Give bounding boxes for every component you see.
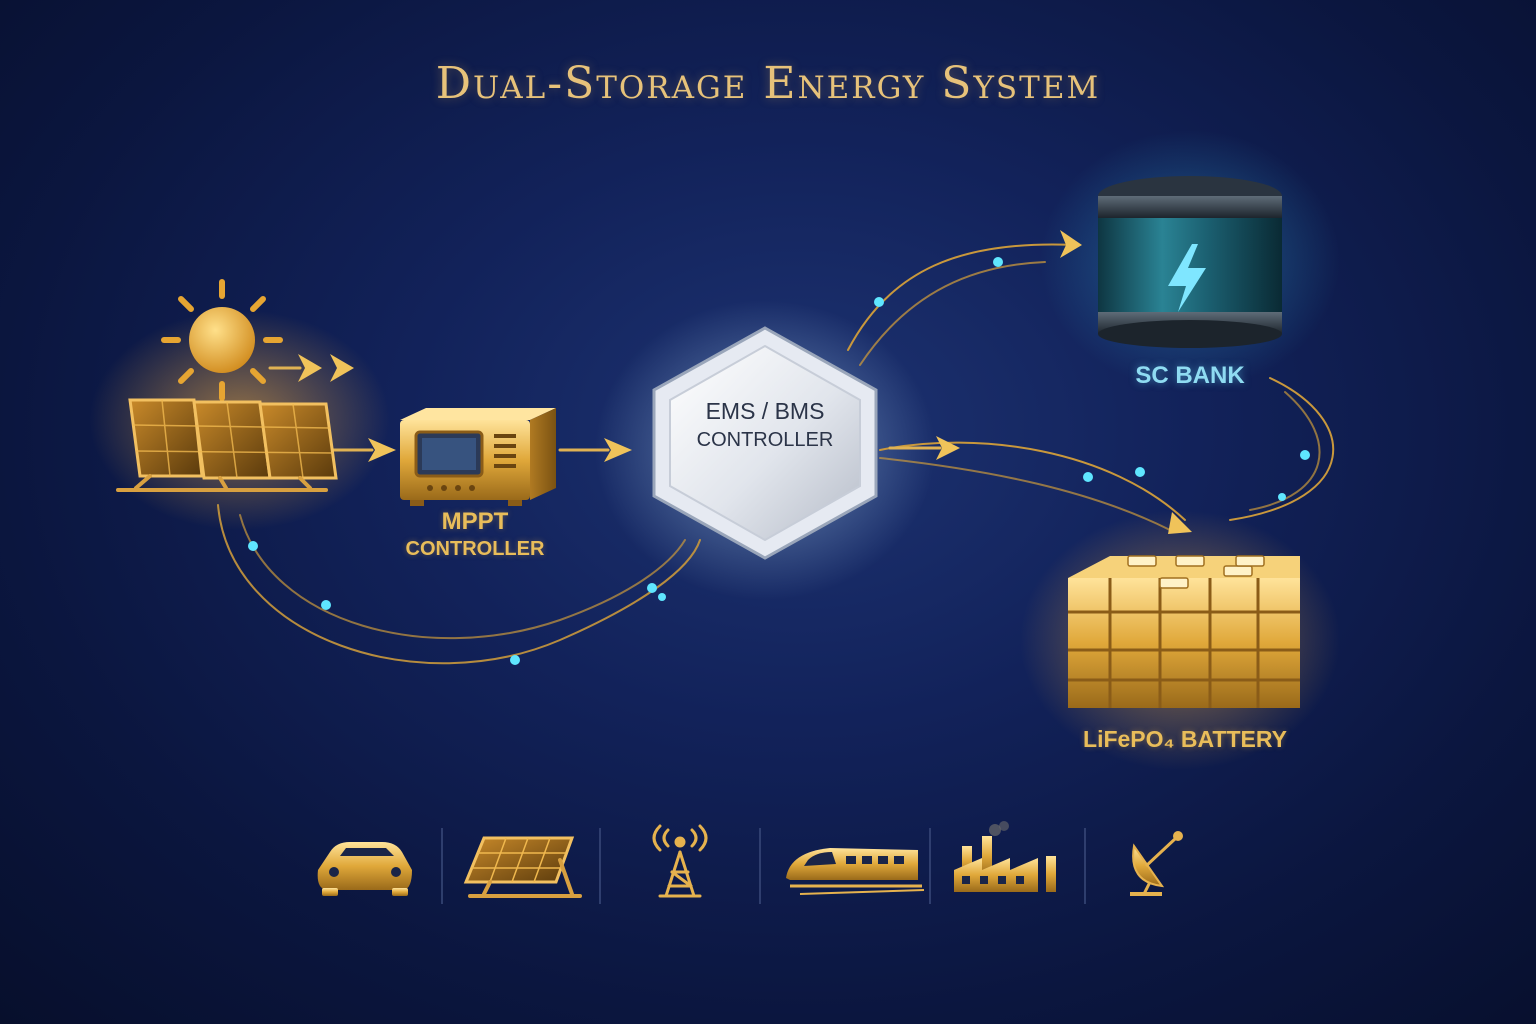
telecom-tower-icon <box>652 824 708 898</box>
flow-sc-battery-inner <box>1249 391 1321 511</box>
title-rules <box>300 51 1236 117</box>
ems-label-line1: EMS / BMS <box>705 398 825 424</box>
flow-solar-ems-outer <box>217 504 701 665</box>
flow-sc-battery-outer <box>1229 377 1335 521</box>
factory-icon <box>954 821 1056 892</box>
mppt-label: MPPT CONTROLLER <box>380 508 570 561</box>
arrow-ems-out <box>936 436 960 460</box>
flow-ems-battery-upper <box>879 441 1186 521</box>
arrow-to-sc <box>1060 230 1082 258</box>
flow-ems-sc-outer <box>847 243 1076 351</box>
arrow-to-mppt <box>368 438 396 462</box>
mppt-label-line2: CONTROLLER <box>405 538 545 560</box>
arrow-to-battery <box>1168 512 1192 534</box>
mppt-label-line1: MPPT <box>441 508 509 535</box>
applications-strip <box>120 817 1416 915</box>
diagram-title: Dual-Storage Energy System <box>435 58 1101 109</box>
lifepo4-battery-icon <box>1068 555 1300 708</box>
solar-panel-array-icon <box>116 398 338 492</box>
flow-dots <box>248 257 1310 665</box>
car-icon <box>317 842 412 896</box>
flow-arrows <box>298 230 1192 534</box>
arrow-sun-2 <box>330 354 354 382</box>
satellite-dish-icon <box>1130 831 1183 896</box>
flow-ems-sc-inner <box>859 261 1046 366</box>
sun-icon <box>161 279 283 401</box>
flow-solar-ems-inner <box>239 514 686 640</box>
sc-bank-icon <box>1098 176 1282 348</box>
battery-label: LiFePO₄ BATTERY <box>1083 726 1287 752</box>
sc-bank-label: SC BANK <box>1135 362 1245 389</box>
ems-label: EMS / BMS CONTROLLER <box>662 398 868 452</box>
solar-panel-icon <box>463 836 582 898</box>
flow-paths <box>217 243 1335 665</box>
flow-ems-battery-lower <box>879 457 1171 531</box>
ems-label-line2: CONTROLLER <box>696 429 834 451</box>
mppt-controller-icon <box>400 408 556 506</box>
arrow-sun-1 <box>298 354 322 382</box>
ems-hexagon <box>652 326 878 560</box>
train-icon <box>786 848 925 895</box>
flow-arrow-shafts <box>268 366 942 452</box>
arrow-to-ems <box>604 438 632 462</box>
